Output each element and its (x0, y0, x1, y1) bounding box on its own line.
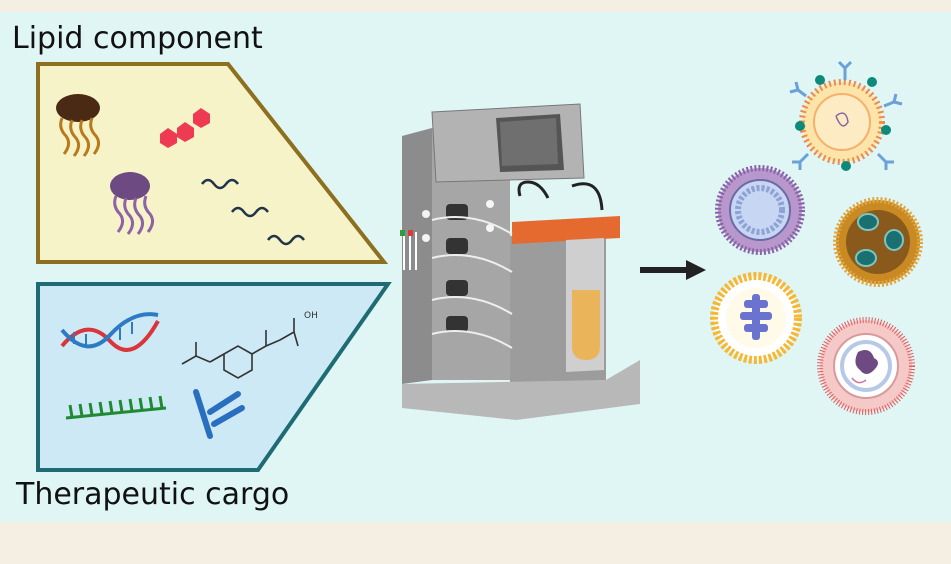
hydroxyl-label: OH (304, 311, 318, 321)
nanoparticle-icon (833, 197, 923, 287)
oligonucleotide-comb-icon (65, 395, 167, 420)
therapeutic-cargo-box (36, 282, 392, 472)
arrow-right-icon (640, 260, 706, 280)
lipid-component-box (36, 62, 389, 264)
lipid-component-label: Lipid component (12, 21, 263, 56)
nanoparticle-icon (817, 317, 915, 415)
antibody-icon (193, 389, 245, 439)
therapeutic-cargo-label: Therapeutic cargo (16, 477, 290, 512)
bioreactor-icon (400, 103, 640, 420)
nanoparticle-icon (789, 60, 903, 171)
lipid-ring-molecule-icon (160, 108, 210, 148)
dna-helix-icon (60, 312, 160, 352)
jellyfish-icon (110, 172, 155, 235)
nanoparticle-icon (715, 165, 805, 255)
nanoparticle-icon (710, 272, 802, 364)
ibuprofen-molecule-icon (181, 318, 299, 379)
jellyfish-icon (56, 94, 101, 157)
lipid-chain-icon (201, 178, 305, 246)
